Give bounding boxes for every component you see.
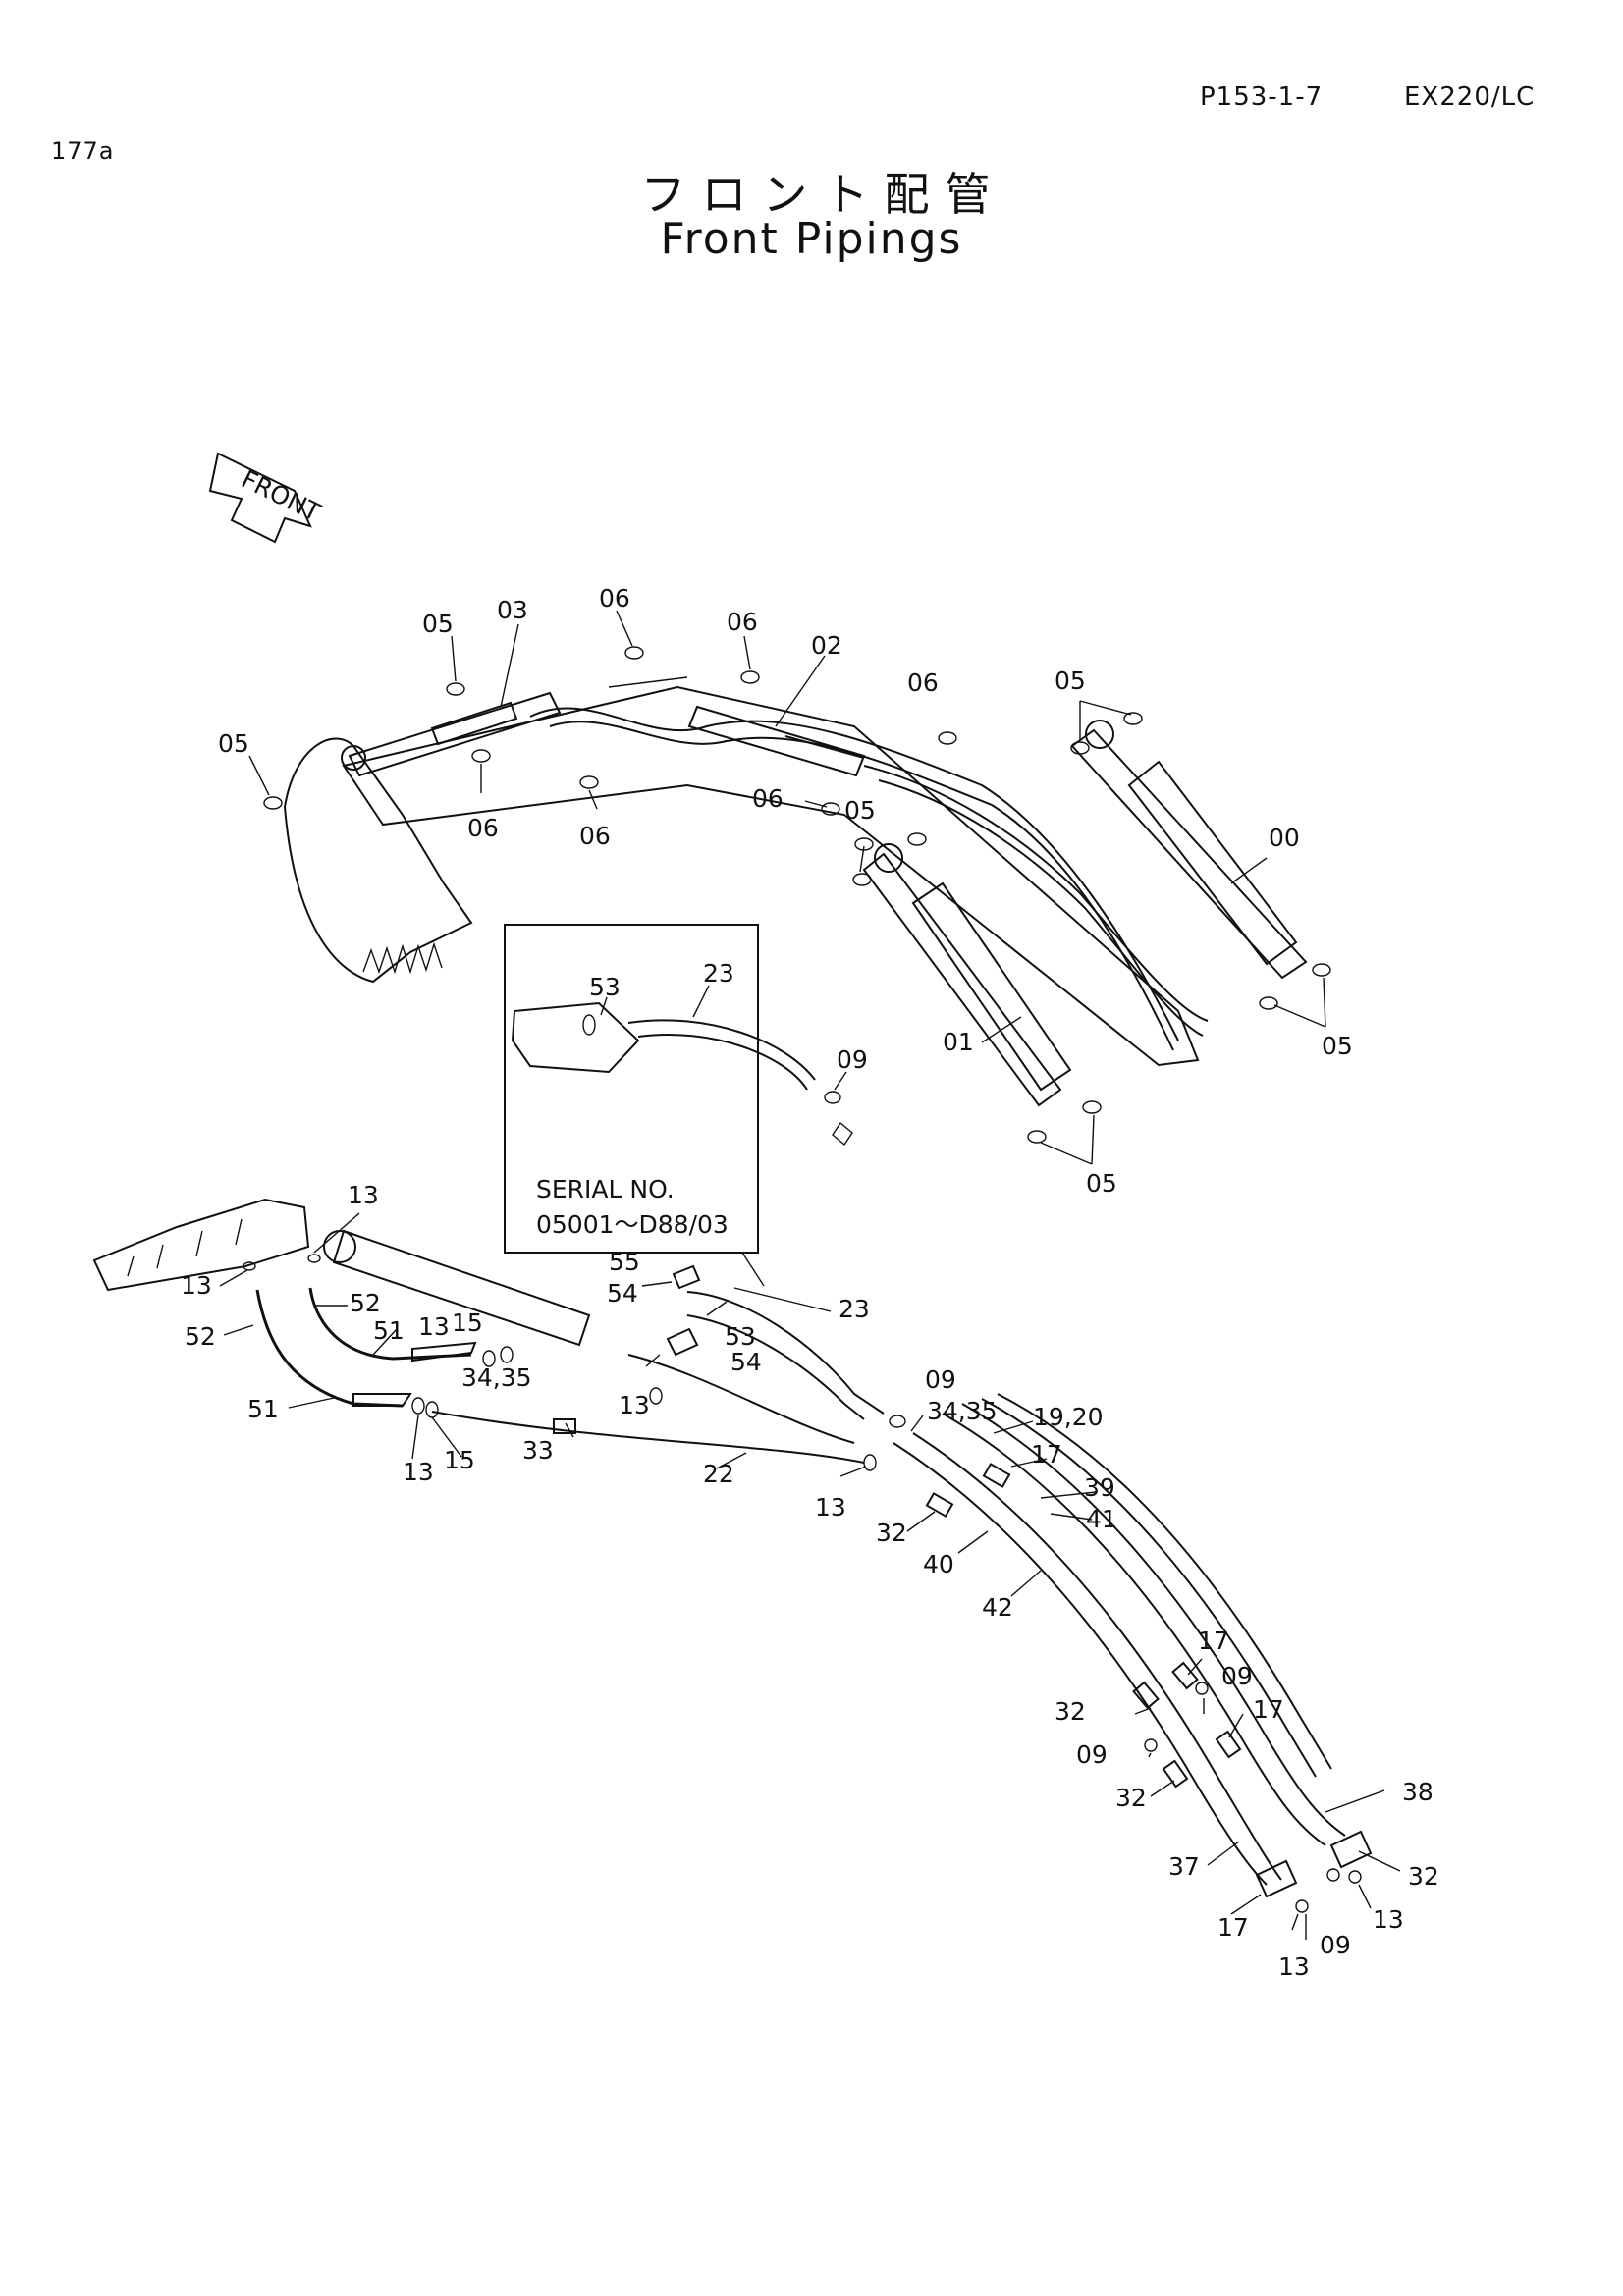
callout-51: 51 <box>373 1316 405 1345</box>
callout-15: 15 <box>444 1446 475 1474</box>
upper-assembly: 05 03 06 06 02 06 05 05 06 06 06 05 00 0… <box>218 584 1353 1198</box>
callout-00: 00 <box>1269 824 1300 852</box>
callout-06: 06 <box>752 784 784 813</box>
callout-54: 54 <box>607 1279 638 1308</box>
callout-05: 05 <box>1055 667 1086 695</box>
callout-51: 51 <box>247 1395 279 1423</box>
callout-17: 17 <box>1217 1913 1249 1942</box>
callout-52: 52 <box>350 1289 381 1317</box>
serial-inset: 53 23 09 SERIAL NO. 05001～D88/03 <box>504 924 868 1287</box>
callout-06: 06 <box>467 814 499 842</box>
callout-05: 05 <box>844 796 876 825</box>
callout-13: 13 <box>348 1181 379 1209</box>
callout-23: 23 <box>839 1295 870 1323</box>
callout-40: 40 <box>923 1550 954 1578</box>
callout-53: 53 <box>725 1322 756 1351</box>
callout-13: 13 <box>619 1391 650 1419</box>
callout-09: 09 <box>925 1365 956 1394</box>
callout-06: 06 <box>727 608 758 636</box>
callout-42: 42 <box>982 1593 1013 1622</box>
callout-32: 32 <box>876 1519 907 1547</box>
callout-19-20: 19,20 <box>1033 1403 1104 1431</box>
callout-52: 52 <box>185 1322 216 1351</box>
callout-13: 13 <box>418 1312 450 1341</box>
serial-label: SERIAL NO. <box>536 1175 675 1203</box>
callout-54: 54 <box>730 1348 762 1376</box>
callout-02: 02 <box>811 631 842 660</box>
callout-05: 05 <box>422 610 454 638</box>
callout-32: 32 <box>1115 1784 1147 1812</box>
front-arrow-icon: FRONT <box>208 452 325 544</box>
callout-09: 09 <box>1221 1662 1253 1690</box>
callout-13: 13 <box>181 1271 212 1300</box>
callout-13: 13 <box>403 1458 434 1486</box>
serial-range: 05001～D88/03 <box>536 1210 729 1239</box>
callout-41: 41 <box>1086 1505 1117 1533</box>
callout-09: 09 <box>1076 1740 1108 1769</box>
callout-13: 13 <box>1278 1952 1310 1981</box>
callout-17: 17 <box>1253 1695 1284 1724</box>
title-english: Front Pipings <box>660 214 963 264</box>
callout-32: 32 <box>1408 1862 1439 1891</box>
callout-13: 13 <box>1373 1905 1404 1934</box>
page-number: P153-1-7 <box>1200 82 1324 112</box>
callout-22: 22 <box>703 1460 734 1488</box>
callout-55: 55 <box>609 1248 640 1276</box>
callout-06: 06 <box>907 668 939 697</box>
inset-callout-09: 09 <box>837 1045 868 1074</box>
sheet-id: 177a <box>51 137 115 165</box>
callout-38: 38 <box>1402 1778 1434 1806</box>
title-japanese: フロント配管 <box>640 168 1006 221</box>
callout-03: 03 <box>497 596 528 624</box>
callout-33: 33 <box>522 1436 554 1465</box>
callout-01: 01 <box>943 1028 974 1056</box>
callout-17: 17 <box>1198 1627 1229 1655</box>
callout-37: 37 <box>1168 1852 1200 1881</box>
lower-assembly: 13 13 52 52 51 51 13 15 34,35 13 15 33 5… <box>92 1181 1439 1981</box>
callout-32: 32 <box>1055 1697 1086 1726</box>
callout-13: 13 <box>815 1493 846 1522</box>
callout-17: 17 <box>1031 1440 1062 1468</box>
callout-34-35: 34,35 <box>461 1363 532 1392</box>
callout-06: 06 <box>599 584 630 613</box>
callout-06: 06 <box>579 822 611 850</box>
callout-09: 09 <box>1320 1931 1351 1959</box>
front-arrow-label: FRONT <box>237 464 325 527</box>
inset-callout-23: 23 <box>703 959 734 988</box>
inset-callout-53: 53 <box>589 973 621 1001</box>
callout-05: 05 <box>218 729 249 758</box>
callout-39: 39 <box>1084 1473 1115 1502</box>
callout-15: 15 <box>452 1308 483 1337</box>
callout-05: 05 <box>1086 1169 1117 1198</box>
callout-34-35: 34,35 <box>927 1397 998 1425</box>
callout-05: 05 <box>1322 1032 1353 1060</box>
model-number: EX220/LC <box>1404 82 1536 112</box>
